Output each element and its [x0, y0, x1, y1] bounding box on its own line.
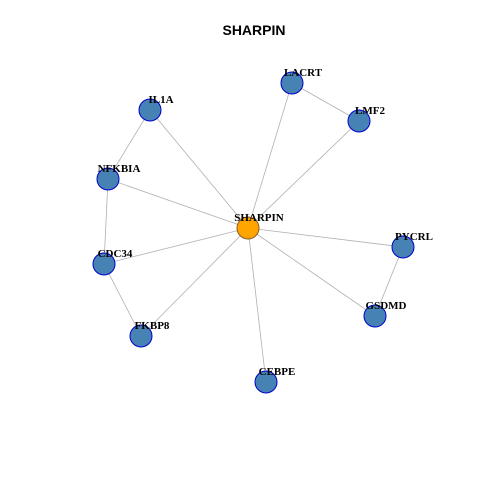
edge-sharpin-cdc34 — [103, 227, 249, 265]
node-lacrt[interactable] — [280, 71, 304, 95]
edge-sharpin-il1a — [149, 109, 249, 229]
edge-sharpin-pycrl — [247, 227, 404, 248]
edge-nfkbia-cdc34 — [103, 178, 109, 265]
node-pycrl[interactable] — [391, 235, 415, 259]
labels-layer: SHARPIN LACRT LMF2 IL1A NFKBIA CDC34FKBP8CEBP… — [98, 67, 433, 378]
node-cebpe[interactable] — [254, 370, 278, 394]
nodes-layer — [92, 71, 415, 394]
edge-sharpin-gsdmd — [247, 227, 376, 317]
edge-sharpin-fkbp8 — [140, 227, 249, 337]
node-label-cebpe: CEBPE — [259, 366, 296, 378]
edge-sharpin-lacrt — [247, 82, 293, 229]
node-label-cdc34: CDC34 — [98, 248, 133, 260]
node-fkbp8[interactable] — [129, 324, 153, 348]
node-lmf2[interactable] — [347, 109, 371, 133]
node-il1a[interactable] — [138, 98, 162, 122]
edge-pycrl-gsdmd — [374, 246, 404, 317]
node-label-fkbp8: FKBP8 — [135, 320, 170, 332]
node-label-il1a: IL1A — [148, 94, 173, 106]
node-sharpin[interactable] — [236, 216, 260, 240]
edge-sharpin-cebpe — [247, 227, 267, 383]
node-label-nfkbia: NFKBIA — [98, 163, 141, 175]
node-label-lmf2: LMF2 — [355, 105, 385, 117]
edge-cdc34-fkbp8 — [103, 263, 142, 337]
node-label-gsdmd: GSDMD — [366, 300, 407, 312]
node-cdc34[interactable] — [92, 252, 116, 276]
node-label-sharpin: SHARPIN — [234, 212, 284, 224]
edges-layer — [103, 82, 404, 383]
edge-sharpin-lmf2 — [247, 120, 360, 229]
node-nfkbia[interactable] — [96, 167, 120, 191]
edge-sharpin-nfkbia — [107, 178, 249, 229]
node-label-pycrl: PYCRL — [395, 231, 433, 243]
edge-il1a-nfkbia — [107, 109, 151, 180]
node-label-lacrt: LACRT — [284, 67, 323, 79]
graph-title: SHARPIN — [222, 22, 285, 38]
edge-lacrt-lmf2 — [291, 82, 360, 122]
node-gsdmd[interactable] — [363, 304, 387, 328]
